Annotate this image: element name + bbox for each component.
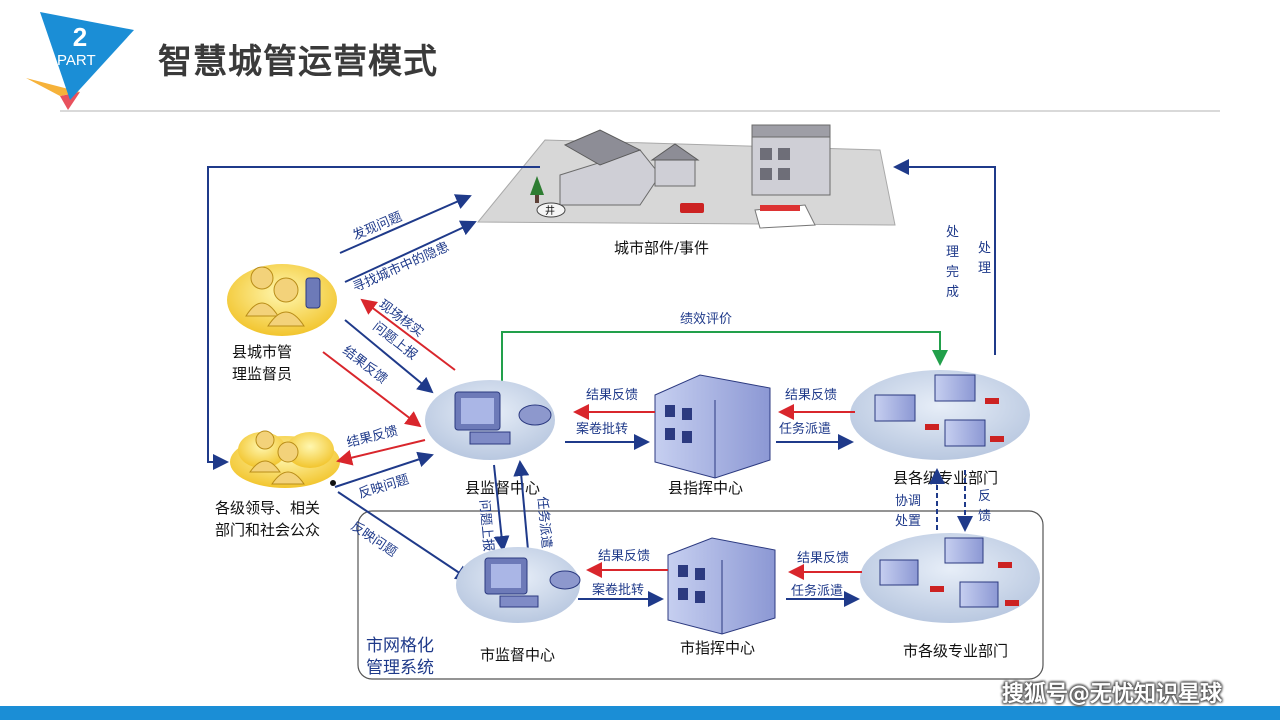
city-departments-icon <box>860 533 1040 623</box>
discover-problem-label: 发现问题 <box>350 209 404 244</box>
bottom-accent-bar <box>0 706 1280 720</box>
county-feedback-left-label: 结果反馈 <box>586 388 638 403</box>
county-feedback-right-label: 结果反馈 <box>785 388 837 403</box>
departments-to-city-loop-arrow <box>893 159 996 355</box>
performance-eval-label: 绩效评价 <box>680 312 732 327</box>
feedback-result-2-label: 结果反馈 <box>345 424 399 451</box>
reflect-problem-2-arrow <box>337 491 472 582</box>
handle-label-1: 处 <box>978 241 991 256</box>
city-supervision-center-label: 市监督中心 <box>480 646 555 664</box>
reflect-problem-2-label: 反映问题 <box>348 519 400 561</box>
watermark: 搜狐号@无忧知识星球 <box>1002 682 1223 707</box>
find-hazard-label: 寻找城市中的隐患 <box>350 239 452 296</box>
city-parts-label: 城市部件/事件 <box>614 239 709 257</box>
issue-report-vertical-arrow <box>493 464 510 552</box>
discover-problem-arrow <box>339 194 472 254</box>
public-label-2: 部门和社会公众 <box>215 521 320 539</box>
issue-report-vertical-label: 问题上报 <box>476 499 495 552</box>
public-label-1: 各级领导、相关 <box>215 499 320 517</box>
county-departments-icon <box>850 370 1030 460</box>
county-supervisor-label-2: 理监督员 <box>232 365 292 383</box>
city-command-center-icon <box>667 537 776 635</box>
county-task-dispatch-label: 任务派遣 <box>779 421 831 437</box>
task-dispatch-vertical-label: 任务派遣 <box>534 496 554 549</box>
handle-done-label-2: 理 <box>946 245 959 260</box>
part-badge <box>26 12 134 110</box>
handle-done-label-1: 处 <box>946 225 959 240</box>
handle-done-label-4: 成 <box>946 285 959 300</box>
coordinate-label-2: 处置 <box>895 514 921 529</box>
reflect-problem-arrow <box>334 451 434 488</box>
part-label: PART <box>57 52 96 69</box>
feedback-to-public-arrow <box>336 439 426 466</box>
city-feedback-right-label: 结果反馈 <box>797 551 849 566</box>
find-hazard-arrow <box>344 220 477 283</box>
city-grid-system-label-2: 管理系统 <box>366 658 434 678</box>
feedback-to-supervisor-arrow <box>322 351 422 428</box>
handle-done-label-3: 完 <box>946 265 959 280</box>
performance-eval-arrow <box>501 331 948 385</box>
city-departments-label: 市各级专业部门 <box>903 642 1008 660</box>
county-case-transfer-label: 案卷批转 <box>576 421 628 437</box>
report-problem-arrow <box>344 319 434 394</box>
city-to-public-loop-arrow <box>207 166 540 470</box>
city-grid-system-label-1: 市网格化 <box>366 636 434 656</box>
city-feedback-left-label: 结果反馈 <box>598 549 650 564</box>
onsite-verify-arrow <box>360 298 456 371</box>
task-dispatch-vertical-arrow <box>513 460 530 551</box>
page-title: 智慧城管运营模式 <box>158 42 438 82</box>
county-supervision-center-label: 县监督中心 <box>465 479 540 497</box>
feedback-vertical-label-2: 馈 <box>978 509 991 524</box>
city-grid-system-box <box>357 510 1044 680</box>
title-divider <box>60 110 1220 112</box>
city-supervision-center-icon <box>456 547 581 623</box>
county-departments-label: 县各级专业部门 <box>893 469 998 487</box>
feedback-vertical-label-1: 反 <box>978 489 991 504</box>
city-scene-illustration: 井 <box>476 124 896 229</box>
handle-label-2: 理 <box>978 261 991 276</box>
county-supervisor-icon <box>227 264 337 336</box>
county-supervisor-label-1: 县城市管 <box>232 343 292 361</box>
city-task-dispatch-label: 任务派遣 <box>791 583 843 599</box>
manhole-label: 井 <box>545 204 555 217</box>
county-command-center-label: 县指挥中心 <box>668 479 743 497</box>
coordinate-label-1: 协调 <box>895 494 921 509</box>
public-group-icon <box>230 430 340 488</box>
city-case-transfer-label: 案卷批转 <box>592 582 644 598</box>
city-command-center-label: 市指挥中心 <box>680 639 755 657</box>
part-number: 2 <box>72 22 88 52</box>
county-supervision-center-icon <box>425 380 555 460</box>
county-command-center-icon <box>654 374 771 479</box>
